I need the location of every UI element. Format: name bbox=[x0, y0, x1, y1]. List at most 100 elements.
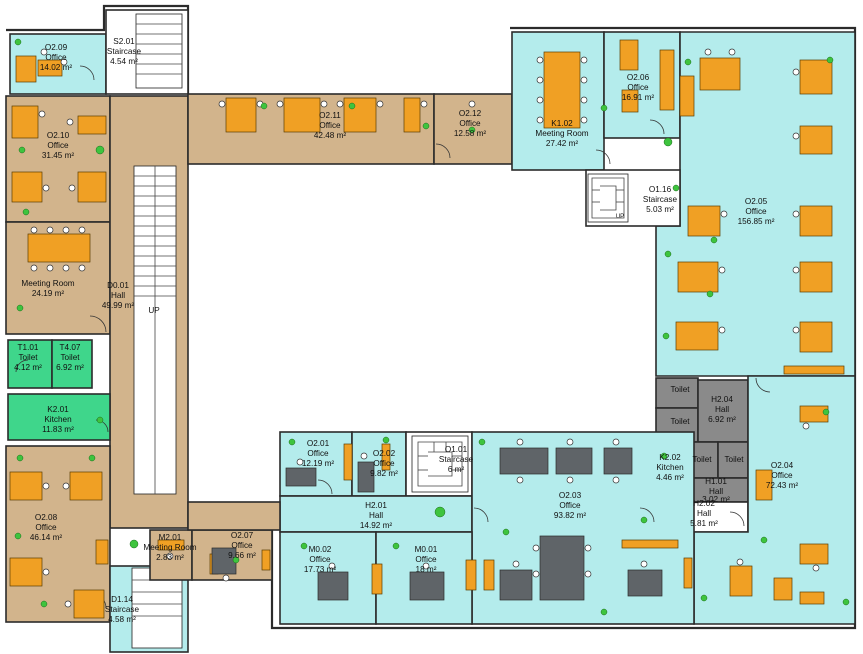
label-id: D1.14 bbox=[111, 595, 133, 604]
label-name: Office bbox=[307, 449, 329, 458]
label-name: Office bbox=[627, 83, 649, 92]
label-area: 27.42 m² bbox=[546, 139, 579, 148]
label-area: 11.83 m² bbox=[42, 425, 74, 434]
label-id: O2.09 bbox=[45, 43, 68, 52]
label-name: Office bbox=[35, 523, 57, 532]
room-k2-01[interactable] bbox=[7, 393, 111, 441]
label-id: S2.01 bbox=[113, 37, 135, 46]
label-id: M0.01 bbox=[415, 545, 438, 554]
furniture-plants bbox=[14, 38, 850, 616]
label-id: K2.01 bbox=[47, 405, 69, 414]
room-s2-01[interactable] bbox=[105, 9, 189, 95]
label-id: O2.02 bbox=[373, 449, 396, 458]
label-area: 9.82 m² bbox=[370, 469, 398, 478]
label-id: K1.02 bbox=[551, 119, 573, 128]
stair-up-label-east: UP bbox=[616, 214, 624, 220]
label-name: Hall bbox=[369, 511, 383, 520]
label-area: 9.66 m² bbox=[228, 551, 256, 560]
label-name: Meeting Room bbox=[535, 129, 588, 138]
label-name: Kitchen bbox=[656, 463, 684, 472]
label-name: Office bbox=[319, 121, 341, 130]
label-id: H1.01 bbox=[705, 477, 727, 486]
room-d0-01[interactable]: UP bbox=[109, 95, 189, 529]
room-west-link-corridor[interactable] bbox=[187, 501, 281, 531]
label-id: O2.07 bbox=[231, 531, 254, 540]
room-t1-01[interactable] bbox=[7, 339, 53, 389]
label-name: Staircase bbox=[643, 195, 678, 204]
label-name: Kitchen bbox=[44, 415, 72, 424]
label-name: Toilet bbox=[724, 455, 744, 464]
staircase-s2-01-steps bbox=[135, 13, 183, 89]
label-name: Office bbox=[309, 555, 331, 564]
stair-up-label-central: UP bbox=[148, 306, 160, 315]
label-area: 93.82 m² bbox=[554, 511, 587, 520]
label-area: 2.83 m² bbox=[156, 553, 184, 562]
furniture-orange-desks bbox=[9, 39, 845, 619]
room-labels: O2.09 Office 14.02 m² S2.01 Staircase 4.… bbox=[14, 37, 798, 624]
label-area: 12.58 m² bbox=[454, 129, 487, 138]
label-area: 49.99 m² bbox=[102, 301, 135, 310]
label-area: 5.03 m² bbox=[646, 205, 674, 214]
label-id: M2.01 bbox=[159, 533, 182, 542]
label-name: Office bbox=[231, 541, 253, 550]
door-swings bbox=[15, 65, 771, 609]
label-name: Toilet bbox=[670, 417, 690, 426]
staircase-d1-14-steps bbox=[131, 567, 183, 649]
label-id: O2.08 bbox=[35, 513, 58, 522]
label-area: 46.14 m² bbox=[30, 533, 63, 542]
central-stair-flight bbox=[133, 165, 177, 495]
label-area: 5.81 m² bbox=[690, 519, 718, 528]
room-t4-07[interactable] bbox=[51, 339, 93, 389]
label-area: 17.73 m² bbox=[304, 565, 337, 574]
room-o1-01[interactable] bbox=[405, 431, 473, 497]
label-area: 12.19 m² bbox=[302, 459, 335, 468]
label-area: 16.91 m² bbox=[622, 93, 655, 102]
label-id: O2.10 bbox=[47, 131, 70, 140]
room-h1-01[interactable] bbox=[685, 477, 749, 503]
room-toilet-core-a[interactable] bbox=[655, 377, 699, 409]
label-name: Staircase bbox=[439, 455, 474, 464]
furniture-grey-desks bbox=[211, 447, 663, 601]
label-area: 6.92 m² bbox=[708, 415, 736, 424]
label-area: 4.54 m² bbox=[110, 57, 138, 66]
label-area: 72.43 m² bbox=[766, 481, 799, 490]
label-area: 3.02 m² bbox=[702, 495, 730, 504]
label-id: O2.12 bbox=[459, 109, 482, 118]
label-name: Hall bbox=[697, 509, 711, 518]
label-name: Hall bbox=[709, 487, 723, 496]
label-id: O1.16 bbox=[649, 185, 672, 194]
label-id: M0.02 bbox=[309, 545, 332, 554]
room-o1-16[interactable]: UP bbox=[585, 169, 681, 227]
label-name: Toilet bbox=[692, 455, 712, 464]
label-id: O1.01 bbox=[445, 445, 468, 454]
label-name: Meeting Room bbox=[143, 543, 196, 552]
label-area: 31.45 m² bbox=[42, 151, 75, 160]
label-name: Meeting Room bbox=[21, 279, 74, 288]
label-name: Office bbox=[559, 501, 581, 510]
label-name: Office bbox=[415, 555, 437, 564]
staircase-o1-16-steps bbox=[587, 173, 629, 223]
label-name: Office bbox=[459, 119, 481, 128]
label-id: O2.01 bbox=[307, 439, 330, 448]
label-name: Hall bbox=[111, 291, 125, 300]
label-id: H2.01 bbox=[365, 501, 387, 510]
label-area: 14.02 m² bbox=[40, 63, 73, 72]
label-area: 24.19 m² bbox=[32, 289, 65, 298]
label-name: Office bbox=[47, 141, 69, 150]
label-id: O2.11 bbox=[319, 111, 341, 120]
label-id: T4.07 bbox=[60, 343, 81, 352]
label-name: Hall bbox=[715, 405, 729, 414]
label-id: H2.04 bbox=[711, 395, 733, 404]
label-name: Office bbox=[771, 471, 793, 480]
label-area: 42.48 m² bbox=[314, 131, 347, 140]
label-name: Staircase bbox=[105, 605, 140, 614]
label-area: 14.92 m² bbox=[360, 521, 393, 530]
label-area: 156.85 m² bbox=[738, 217, 775, 226]
label-name: Toilet bbox=[670, 385, 690, 394]
label-area: 4.46 m² bbox=[656, 473, 684, 482]
label-area: 4.58 m² bbox=[108, 615, 136, 624]
furniture-chairs bbox=[30, 48, 820, 608]
label-area: 6.92 m² bbox=[56, 363, 84, 372]
label-area: 4.12 m² bbox=[14, 363, 42, 372]
staircase-o1-01-steps bbox=[411, 435, 469, 493]
